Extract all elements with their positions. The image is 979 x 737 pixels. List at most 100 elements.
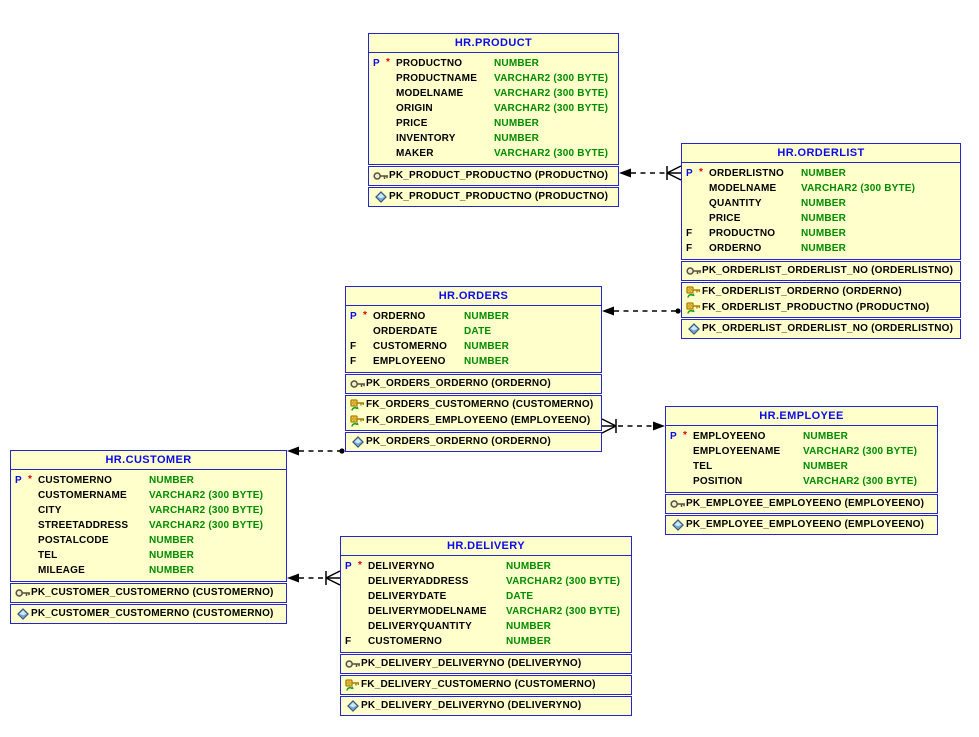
index-row[interactable]: PK_DELIVERY_DELIVERYNO (DELIVERYNO)	[341, 698, 631, 714]
table-title-orders[interactable]: HR.ORDERS	[346, 287, 601, 306]
pk-row[interactable]: PK_PRODUCT_PRODUCTNO (PRODUCTNO)	[369, 168, 618, 184]
table-title-employee[interactable]: HR.EMPLOYEE	[666, 407, 937, 426]
column-type: VARCHAR2 (300 BYTE)	[149, 490, 264, 501]
pk-marker: P	[670, 431, 677, 442]
mandatory-marker: *	[358, 560, 363, 571]
fk-marker: F	[350, 341, 357, 352]
column-name: EMPLOYEENAME	[693, 446, 781, 457]
table-title-customer[interactable]: HR.CUSTOMER	[11, 451, 286, 470]
mandatory-marker: *	[28, 474, 33, 485]
fk-row[interactable]: FK_ORDERS_CUSTOMERNO (CUSTOMERNO)	[346, 397, 601, 413]
pk-row[interactable]: PK_ORDERLIST_ORDERLIST_NO (ORDERLISTNO)	[682, 263, 960, 279]
column-name: CITY	[38, 505, 62, 516]
column-type: NUMBER	[506, 621, 552, 632]
column-name: MODELNAME	[396, 88, 464, 99]
pk-row[interactable]: PK_DELIVERY_DELIVERYNO (DELIVERYNO)	[341, 656, 631, 672]
index-section: PK_ORDERS_ORDERNO (ORDERNO)	[345, 432, 602, 452]
index-row[interactable]: PK_CUSTOMER_CUSTOMERNO (CUSTOMERNO)	[11, 606, 286, 622]
index-label: PK_EMPLOYEE_EMPLOYEENO (EMPLOYEENO)	[686, 519, 925, 530]
pk-key-icon	[14, 589, 30, 597]
index-diamond-icon-wrap	[344, 700, 361, 712]
pk-label: PK_PRODUCT_PRODUCTNO (PRODUCTNO)	[389, 170, 609, 181]
column-type: VARCHAR2 (300 BYTE)	[494, 73, 609, 84]
fk-section: FK_DELIVERY_CUSTOMERNO (CUSTOMERNO)	[340, 675, 632, 695]
table-title-orderlist[interactable]: HR.ORDERLIST	[682, 144, 960, 163]
table-title-product[interactable]: HR.PRODUCT	[369, 34, 618, 53]
relationship-orderlist-to-orders[interactable]	[602, 306, 681, 316]
index-row[interactable]: PK_PRODUCT_PRODUCTNO (PRODUCTNO)	[369, 189, 618, 205]
fk-row[interactable]: FK_ORDERS_EMPLOYEENO (EMPLOYEENO)	[346, 413, 601, 429]
index-row[interactable]: PK_ORDERLIST_ORDERLIST_NO (ORDERLISTNO)	[682, 321, 960, 337]
index-row[interactable]: PK_ORDERS_ORDERNO (ORDERNO)	[346, 434, 601, 450]
pk-row[interactable]: PK_CUSTOMER_CUSTOMERNO (CUSTOMERNO)	[11, 585, 286, 601]
mandatory-marker: *	[386, 57, 391, 68]
column-row-productname[interactable]: PRODUCTNAME VARCHAR2 (300 BYTE)	[369, 71, 618, 86]
column-name: PRICE	[709, 213, 741, 224]
column-type: NUMBER	[494, 133, 540, 144]
index-row[interactable]: PK_EMPLOYEE_EMPLOYEENO (EMPLOYEENO)	[666, 517, 937, 533]
relationship-orders-to-customer[interactable]	[287, 446, 345, 456]
column-name: CUSTOMERNO	[373, 341, 448, 352]
relationship-orderlist-to-product[interactable]	[619, 165, 682, 181]
pk-key-icon-wrap	[344, 659, 361, 669]
pk-key-icon	[344, 660, 360, 668]
fk-row[interactable]: FK_DELIVERY_CUSTOMERNO (CUSTOMERNO)	[341, 677, 631, 693]
column-type: VARCHAR2 (300 BYTE)	[801, 183, 916, 194]
pk-section: PK_DELIVERY_DELIVERYNO (DELIVERYNO)	[340, 654, 632, 674]
relationship-delivery-to-customer[interactable]	[287, 570, 341, 586]
fk-section: FK_ORDERLIST_ORDERNO (ORDERNO)FK_ORDERLI…	[681, 282, 961, 318]
column-name: DELIVERYMODELNAME	[368, 606, 487, 617]
fk-row[interactable]: FK_ORDERLIST_PRODUCTNO (PRODUCTNO)	[682, 300, 960, 316]
pk-row[interactable]: PK_EMPLOYEE_EMPLOYEENO (EMPLOYEENO)	[666, 496, 937, 512]
relationship-orders-to-employee[interactable]	[601, 418, 665, 434]
table-title-delivery[interactable]: HR.DELIVERY	[341, 537, 631, 556]
fk-row[interactable]: FK_ORDERLIST_ORDERNO (ORDERNO)	[682, 284, 960, 300]
pk-row[interactable]: PK_ORDERS_ORDERNO (ORDERNO)	[346, 376, 601, 392]
pk-key-icon-wrap	[685, 266, 702, 276]
column-name: PRODUCTNAME	[396, 73, 478, 84]
column-type: VARCHAR2 (300 BYTE)	[149, 520, 264, 531]
pk-marker: P	[345, 561, 352, 572]
